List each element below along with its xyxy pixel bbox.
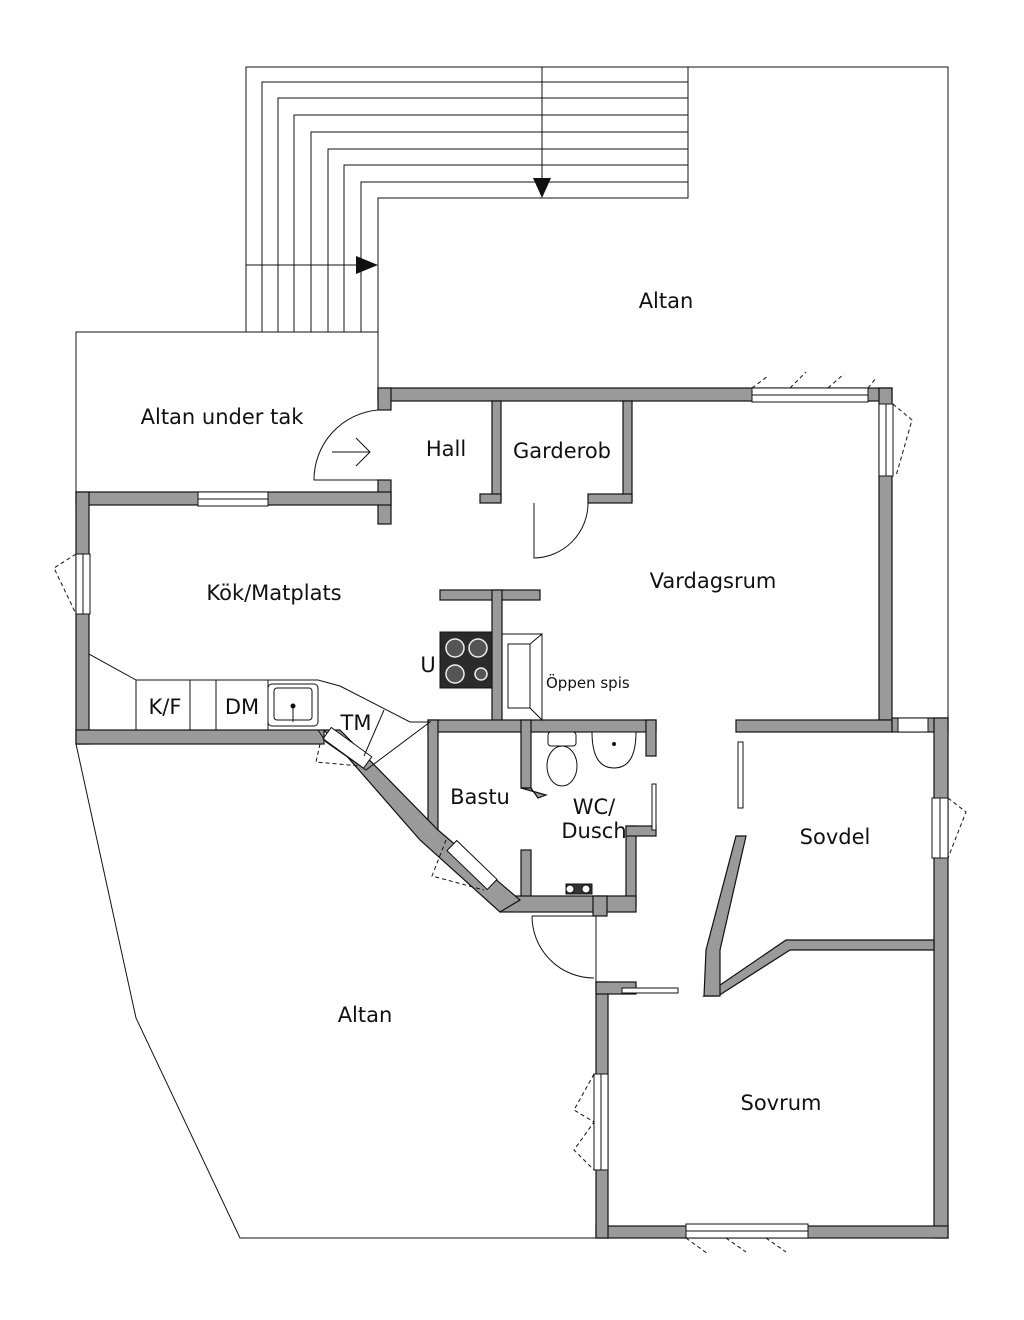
label-sovrum: Sovrum: [740, 1091, 821, 1115]
toilet-icon: [546, 731, 578, 787]
label-bastu: Bastu: [450, 785, 510, 809]
label-dm: DM: [225, 695, 259, 719]
label-tm: TM: [340, 711, 372, 735]
label-vardagsrum: Vardagsrum: [650, 569, 777, 593]
altan-door: [531, 915, 595, 979]
garderob-door: [533, 502, 589, 559]
label-dusch: Dusch: [561, 819, 626, 843]
doors: [313, 409, 744, 994]
windows: [53, 371, 967, 1255]
arrow-down-icon: [533, 178, 551, 198]
room-labels: Altan Altan under tak Hall Garderob Vard…: [141, 289, 871, 1115]
label-wc: WC/: [573, 795, 616, 819]
window-bastu-diagonal: [446, 839, 498, 891]
washbasin-icon: [591, 731, 637, 769]
entry-door: [313, 409, 379, 481]
label-altan-under-tak: Altan under tak: [141, 405, 305, 429]
arrow-right-icon: [332, 437, 371, 467]
label-sovdel: Sovdel: [800, 825, 871, 849]
window-sovdel-north: [897, 717, 929, 733]
fixtures: [88, 631, 637, 895]
label-altan-top: Altan: [639, 289, 694, 313]
stairs: [246, 67, 688, 332]
label-u: U: [420, 653, 435, 677]
label-oppen-spis: Öppen spis: [546, 673, 630, 692]
label-kf: K/F: [149, 695, 182, 719]
label-altan-bottom: Altan: [338, 1003, 393, 1027]
label-garderob: Garderob: [513, 439, 611, 463]
arrow-right-icon: [356, 256, 378, 274]
label-hall: Hall: [426, 437, 466, 461]
label-kok-matplats: Kök/Matplats: [206, 581, 341, 605]
deck-outlines: [75, 66, 949, 1239]
window-tm: [322, 726, 373, 769]
